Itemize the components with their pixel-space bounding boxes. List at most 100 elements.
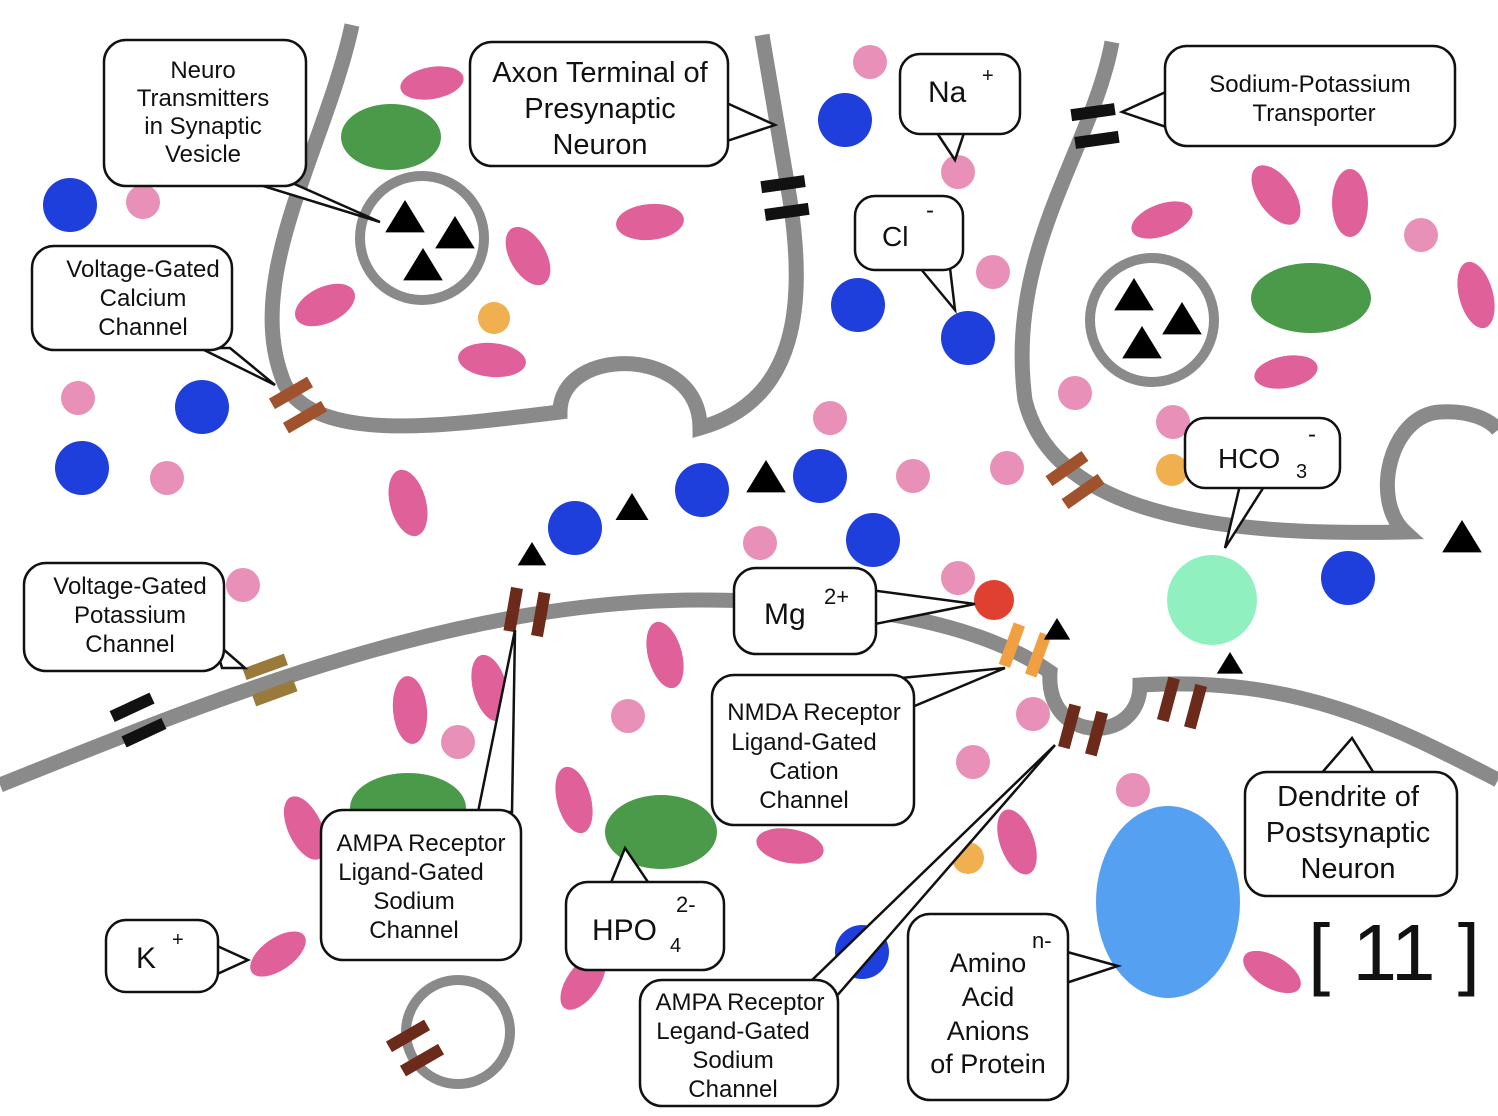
channel-subunit [1074, 130, 1120, 149]
chloride-ion [896, 459, 930, 493]
chloride-ion [1156, 405, 1190, 439]
ion-symbol: K [136, 942, 156, 975]
callout-axon-terminal: Axon Terminal of Presynaptic Neuron [468, 40, 779, 168]
label-line: Anions [947, 1016, 1030, 1046]
callout-phosphate: HPO 4 2- [564, 845, 726, 972]
potassium-ion [616, 203, 684, 241]
bicarbonate-ion [1167, 555, 1257, 645]
neurotransmitter [403, 248, 443, 281]
ion-symbol: Mg [764, 598, 806, 631]
label-line: Legand-Gated [656, 1018, 809, 1045]
neurotransmitter [1043, 618, 1071, 640]
potassium-ion [392, 676, 428, 744]
label-line: of Protein [930, 1049, 1046, 1079]
label-line: Channel [98, 314, 187, 341]
channel-subunit [1061, 473, 1105, 510]
label-line: Transporter [1252, 100, 1375, 127]
potassium-ion [250, 931, 306, 977]
neurotransmitter [1114, 278, 1154, 311]
label-line: Voltage-Gated [66, 256, 219, 283]
sodium-ion [55, 441, 109, 495]
sodium-ion [175, 380, 229, 434]
potassium-ion [997, 809, 1037, 875]
sodium-ion [793, 449, 847, 503]
callout-dendrite: Dendrite of Postsynaptic Neuron [1243, 735, 1459, 898]
neurotransmitter [1122, 326, 1162, 359]
label-line: Transmitters [137, 85, 269, 112]
callout-ampa-2: AMPA Receptor Legand-Gated Sodium Channe… [638, 744, 1056, 1108]
ampa-channel [503, 586, 551, 638]
callout-protein-anions: Amino Acid Anions of Protein n- [906, 912, 1123, 1102]
label-line: Neuro [170, 57, 235, 84]
neurotransmitter [1216, 652, 1244, 674]
ion-charge: n- [1032, 928, 1052, 953]
channel-subunit [252, 679, 298, 707]
callout-magnesium: Mg 2+ [732, 566, 976, 656]
label-line: Vesicle [165, 141, 241, 168]
callout-sodium: Na + [898, 52, 1022, 163]
neurotransmitter [435, 216, 475, 249]
potassium-ion [646, 621, 684, 689]
label-line: AMPA Receptor [656, 989, 825, 1016]
channel-subunit [1156, 676, 1180, 723]
potassium-ion [283, 796, 327, 860]
label-line: Ligand-Gated [338, 859, 483, 886]
neurotransmitters [385, 200, 1482, 674]
sodium-ion [831, 278, 885, 332]
label-line: Voltage-Gated [53, 573, 206, 600]
channel-subunit [1024, 632, 1052, 678]
label-line: NMDA Receptor [727, 699, 900, 726]
ion-charge: - [1308, 421, 1316, 448]
potassium-ion [458, 342, 526, 378]
label-line: Potassium [74, 602, 186, 629]
neurotransmitter [385, 200, 425, 233]
label-line: AMPA Receptor [337, 830, 506, 857]
sodium-ion [43, 178, 97, 232]
channel-subunit [242, 653, 288, 681]
calcium-ion [1156, 454, 1188, 486]
vg-calcium-channel [1045, 450, 1105, 510]
sodium-ion [818, 93, 872, 147]
label-line: Postsynaptic [1266, 817, 1430, 849]
chloride-ion [1016, 697, 1050, 731]
neurotransmitter [517, 542, 547, 566]
ampa-channel [385, 1019, 445, 1077]
potassium-ion [1457, 261, 1495, 329]
label-line: Sodium [373, 888, 454, 915]
ion-particles [43, 45, 1495, 1010]
channel-subunit [760, 175, 806, 194]
chloride-ion [813, 401, 847, 435]
ion-charge: 2- [676, 892, 696, 917]
ampa-channel [1057, 703, 1109, 757]
potassium-ion [295, 283, 355, 327]
chloride-ion [941, 561, 975, 595]
callout-ampa-1: AMPA Receptor Ligand-Gated Sodium Channe… [319, 629, 523, 962]
label-line: Acid [962, 982, 1015, 1012]
potassium-ion [505, 226, 551, 286]
neurotransmitter [1162, 302, 1202, 335]
na-k-pump [109, 692, 167, 748]
channel-subunit [109, 692, 155, 723]
label-line: Cation [769, 758, 838, 785]
channel-subunit [1057, 703, 1081, 750]
ion-symbol: HCO [1218, 443, 1280, 474]
label-line: Dendrite of [1277, 781, 1420, 813]
chloride-ion [226, 568, 260, 602]
channel-subunit [998, 622, 1026, 668]
postsynaptic-dendrite-membrane [0, 592, 1498, 792]
ion-charge: + [982, 65, 994, 87]
phosphate-ion [605, 795, 717, 869]
callout-chloride: Cl - [853, 194, 965, 315]
channel-subunit [764, 202, 810, 221]
chloride-ion [126, 185, 160, 219]
channel-subunit [1070, 103, 1116, 122]
callout-vg-calcium: Voltage-Gated Calcium Channel [30, 244, 276, 387]
label-line: Sodium [692, 1047, 773, 1074]
vg-potassium-channel [242, 653, 298, 707]
label-line: Sodium-Potassium [1209, 71, 1410, 98]
label-line: Calcium [100, 285, 187, 312]
channel-subunit [385, 1019, 431, 1053]
membrane-channels [109, 103, 1208, 1077]
label-line: Ligand-Gated [731, 729, 876, 756]
